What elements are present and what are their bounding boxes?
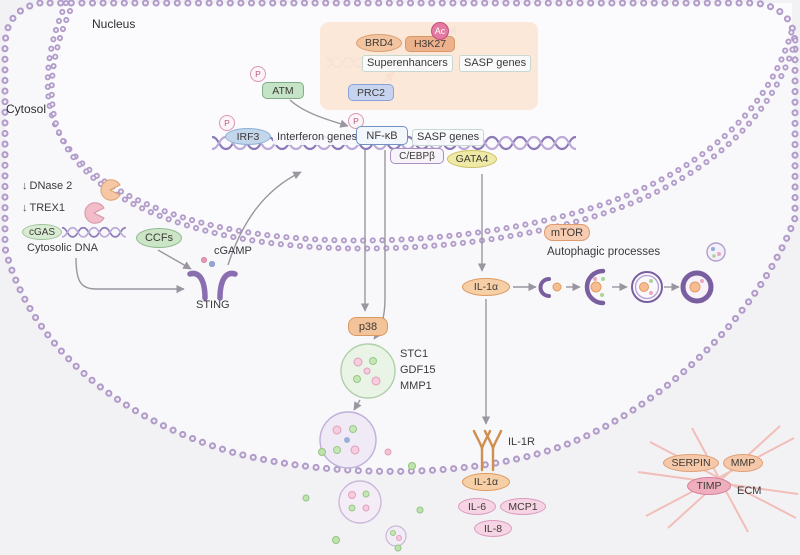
mcp1-node: MCP1	[500, 498, 546, 515]
cell-membrane	[1, 0, 799, 475]
phospho-mark-atm: P	[250, 66, 266, 82]
cytosolic-dna-label: Cytosolic DNA	[27, 242, 98, 254]
p38-node: p38	[348, 317, 388, 336]
acetyl-mark-icon: Ac	[431, 22, 449, 40]
ecm-label: ECM	[737, 485, 762, 497]
cgamp-dots-icon	[200, 256, 215, 267]
dnase2-enzyme-icon	[100, 179, 121, 201]
cytosol-label: Cytosol	[6, 102, 47, 116]
brd4-node: BRD4	[356, 34, 402, 52]
cebpb-node: C/EBPβ	[390, 148, 444, 164]
interferon-genes-label: Interferon genes	[273, 130, 362, 145]
sting-icon	[187, 270, 238, 301]
trex1-row: ↓ TREX1	[22, 202, 65, 214]
il1a-node: IL-1α	[462, 278, 510, 296]
nfkb-node: NF-κB	[356, 126, 408, 145]
prc2-node: PRC2	[348, 84, 394, 101]
superenhancers-label: Superenhancers	[362, 55, 453, 72]
atm-node: ATM	[262, 82, 304, 99]
nucleus-label: Nucleus	[92, 17, 136, 31]
decrease-arrow-icon: ↓	[22, 202, 28, 214]
mtor-node: mTOR	[544, 224, 590, 241]
decrease-arrow-icon: ↓	[22, 180, 28, 192]
secreted-factors-list: STC1 GDF15 MMP1	[400, 348, 435, 392]
mmp1-label: MMP1	[400, 380, 432, 392]
nuclear-envelope	[44, 0, 799, 252]
mmp-node: MMP	[723, 454, 763, 472]
sasp-genes-enhancer-label: SASP genes	[459, 55, 532, 72]
serpin-node: SERPIN	[663, 454, 719, 472]
il1r-receptor-icon	[472, 429, 503, 472]
il1r-label: IL-1R	[508, 436, 535, 448]
timp-node: TIMP	[687, 477, 731, 495]
il8-node: IL-8	[474, 520, 512, 537]
il6-node: IL-6	[458, 498, 496, 515]
il1a-secreted-node: IL-1α	[462, 473, 510, 491]
cgas-node: cGAS	[22, 224, 62, 240]
irf3-node: IRF3	[225, 128, 271, 145]
secretory-vesicles	[302, 343, 424, 552]
stc1-label: STC1	[400, 348, 429, 360]
phospho-mark-irf3: P	[219, 115, 235, 131]
sasp-genes-row-label: SASP genes	[412, 129, 485, 146]
trex1-label: TREX1	[29, 202, 65, 214]
gata4-node: GATA4	[447, 150, 497, 168]
ccfs-node: CCFs	[136, 228, 182, 248]
autophagy-sequence-icons	[538, 242, 726, 306]
dnase2-row: ↓ DNase 2	[22, 180, 72, 192]
trex1-enzyme-icon	[84, 202, 105, 224]
dnase2-label: DNase 2	[29, 180, 73, 192]
cgamp-label: cGAMP	[214, 245, 252, 257]
sting-label: STING	[196, 299, 230, 311]
autophagic-processes-label: Autophagic processes	[547, 246, 661, 258]
h3k27-node: H3K27	[405, 36, 455, 52]
gdf15-label: GDF15	[400, 364, 436, 376]
